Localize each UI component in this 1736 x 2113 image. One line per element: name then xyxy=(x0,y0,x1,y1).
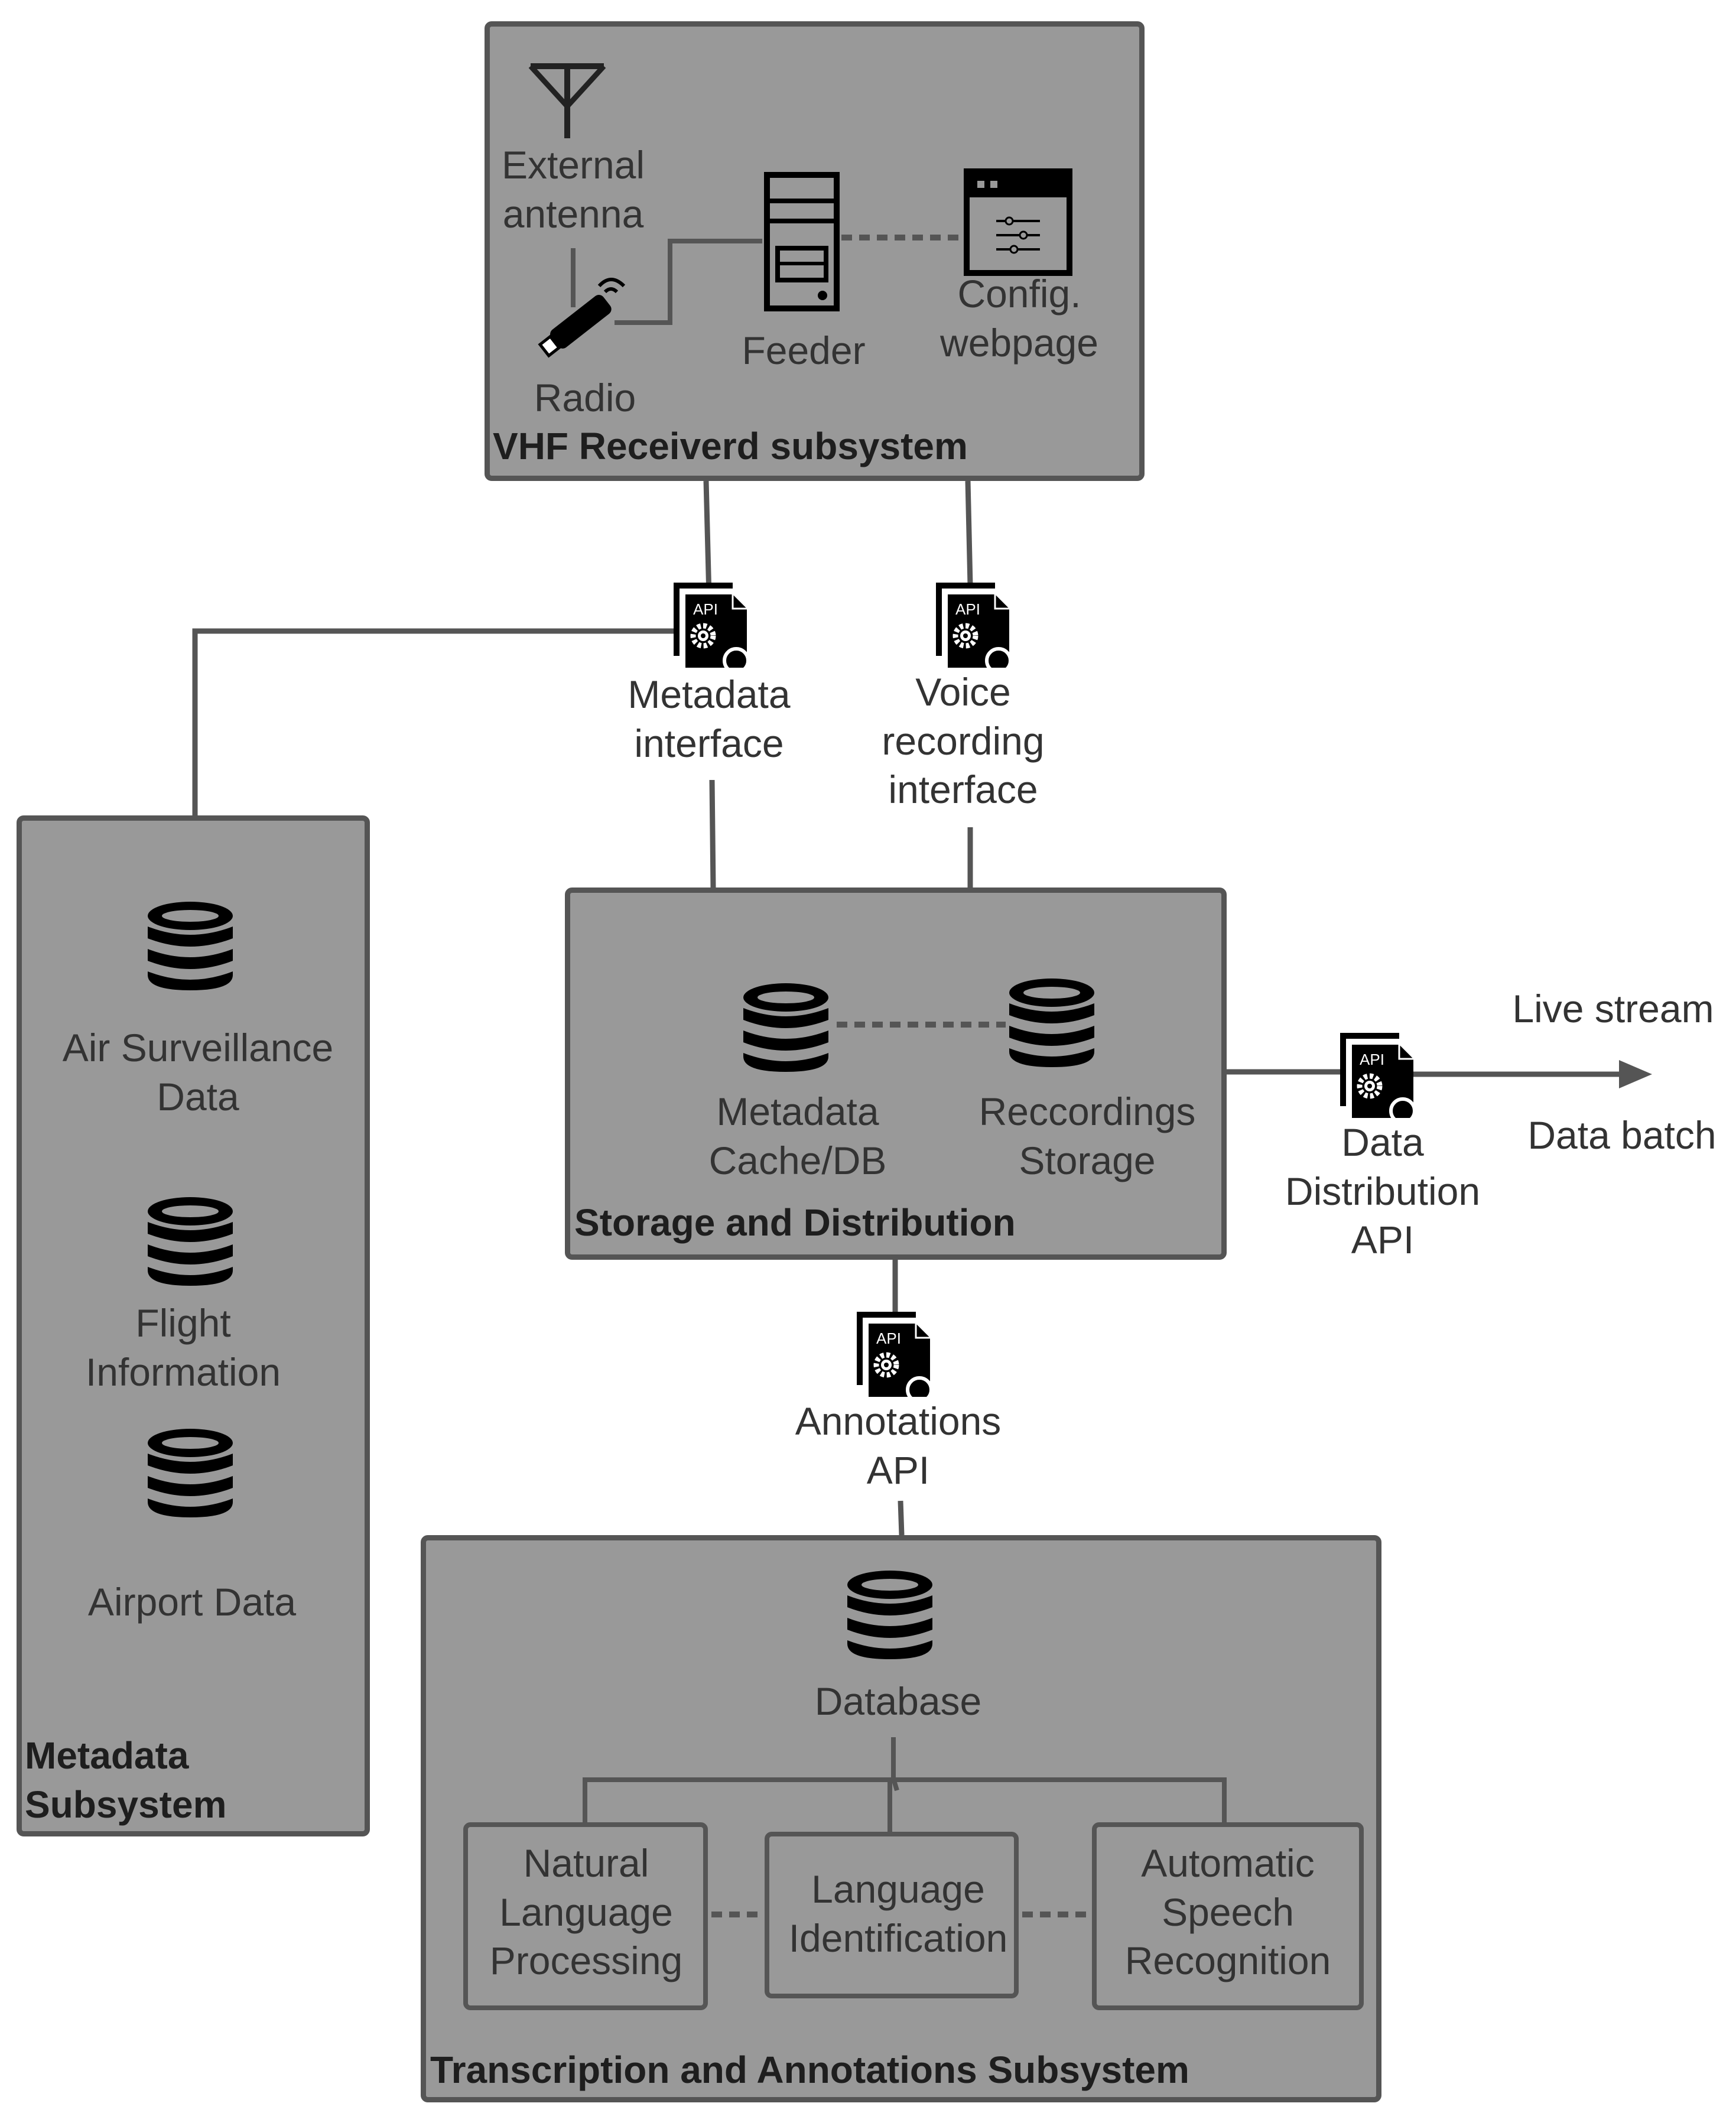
vhf-subsystem-box xyxy=(485,21,1145,481)
annotations-api-label: Annotations API xyxy=(795,1399,1002,1492)
storage-subsystem-box xyxy=(565,888,1227,1260)
flight-information-database-icon xyxy=(148,1197,233,1286)
voice-interface-api-icon xyxy=(936,583,1010,672)
config-webpage-label: Config. webpage xyxy=(940,272,1098,365)
nlp-module-box xyxy=(463,1822,708,2010)
database-label: Database xyxy=(814,1679,982,1723)
recordings-storage-label: Reccordings Storage xyxy=(978,1090,1196,1182)
antenna-label: External antenna xyxy=(501,143,645,236)
antenna-icon xyxy=(528,63,606,138)
metadata-interface-label: Metadata interface xyxy=(628,672,791,765)
metadata-subsystem-title: Metadata Subsystem xyxy=(25,1734,227,1826)
air-surveillance-database-icon xyxy=(148,902,233,990)
data-batch-label: Data batch xyxy=(1527,1113,1717,1157)
distribution-api-label: Data Distribution API xyxy=(1285,1120,1481,1262)
metadata-cache-database-icon xyxy=(743,983,828,1072)
flight-information-label: Flight Information xyxy=(85,1301,281,1394)
airport-data-label: Airport Data xyxy=(87,1580,297,1624)
live-stream-label: Live stream xyxy=(1512,987,1714,1031)
server-tower-icon xyxy=(764,172,840,311)
vhf-subsystem-title: VHF Receiverd subsystem xyxy=(493,425,968,467)
airport-data-database-icon xyxy=(148,1429,233,1517)
usb-radio-icon xyxy=(538,278,626,358)
transcription-subsystem-title: Transcription and Annotations Subsystem xyxy=(430,2049,1189,2091)
metadata-cache-label: Metadata Cache/DB xyxy=(708,1090,887,1182)
distribution-api-icon xyxy=(1340,1033,1415,1123)
settings-window-icon xyxy=(964,168,1072,276)
radio-label: Radio xyxy=(534,376,636,420)
language-id-module-box xyxy=(765,1832,1019,1998)
language-id-label: Language Identification xyxy=(788,1867,1008,1960)
asr-module-box xyxy=(1092,1822,1364,2010)
storage-subsystem-title: Storage and Distribution xyxy=(574,1201,1016,1244)
nlp-label: Natural Language Processing xyxy=(489,1841,683,1982)
asr-label: Automatic Speech Recognition xyxy=(1124,1841,1331,1982)
recordings-storage-database-icon xyxy=(1009,979,1094,1067)
transcription-database-icon xyxy=(847,1571,932,1659)
voice-interface-label: Voice recording interface xyxy=(882,670,1045,811)
air-surveillance-label: Air Surveillance Data xyxy=(62,1026,334,1119)
metadata-interface-api-icon xyxy=(674,583,748,672)
annotations-api-icon xyxy=(857,1312,931,1402)
feeder-label: Feeder xyxy=(742,329,866,372)
